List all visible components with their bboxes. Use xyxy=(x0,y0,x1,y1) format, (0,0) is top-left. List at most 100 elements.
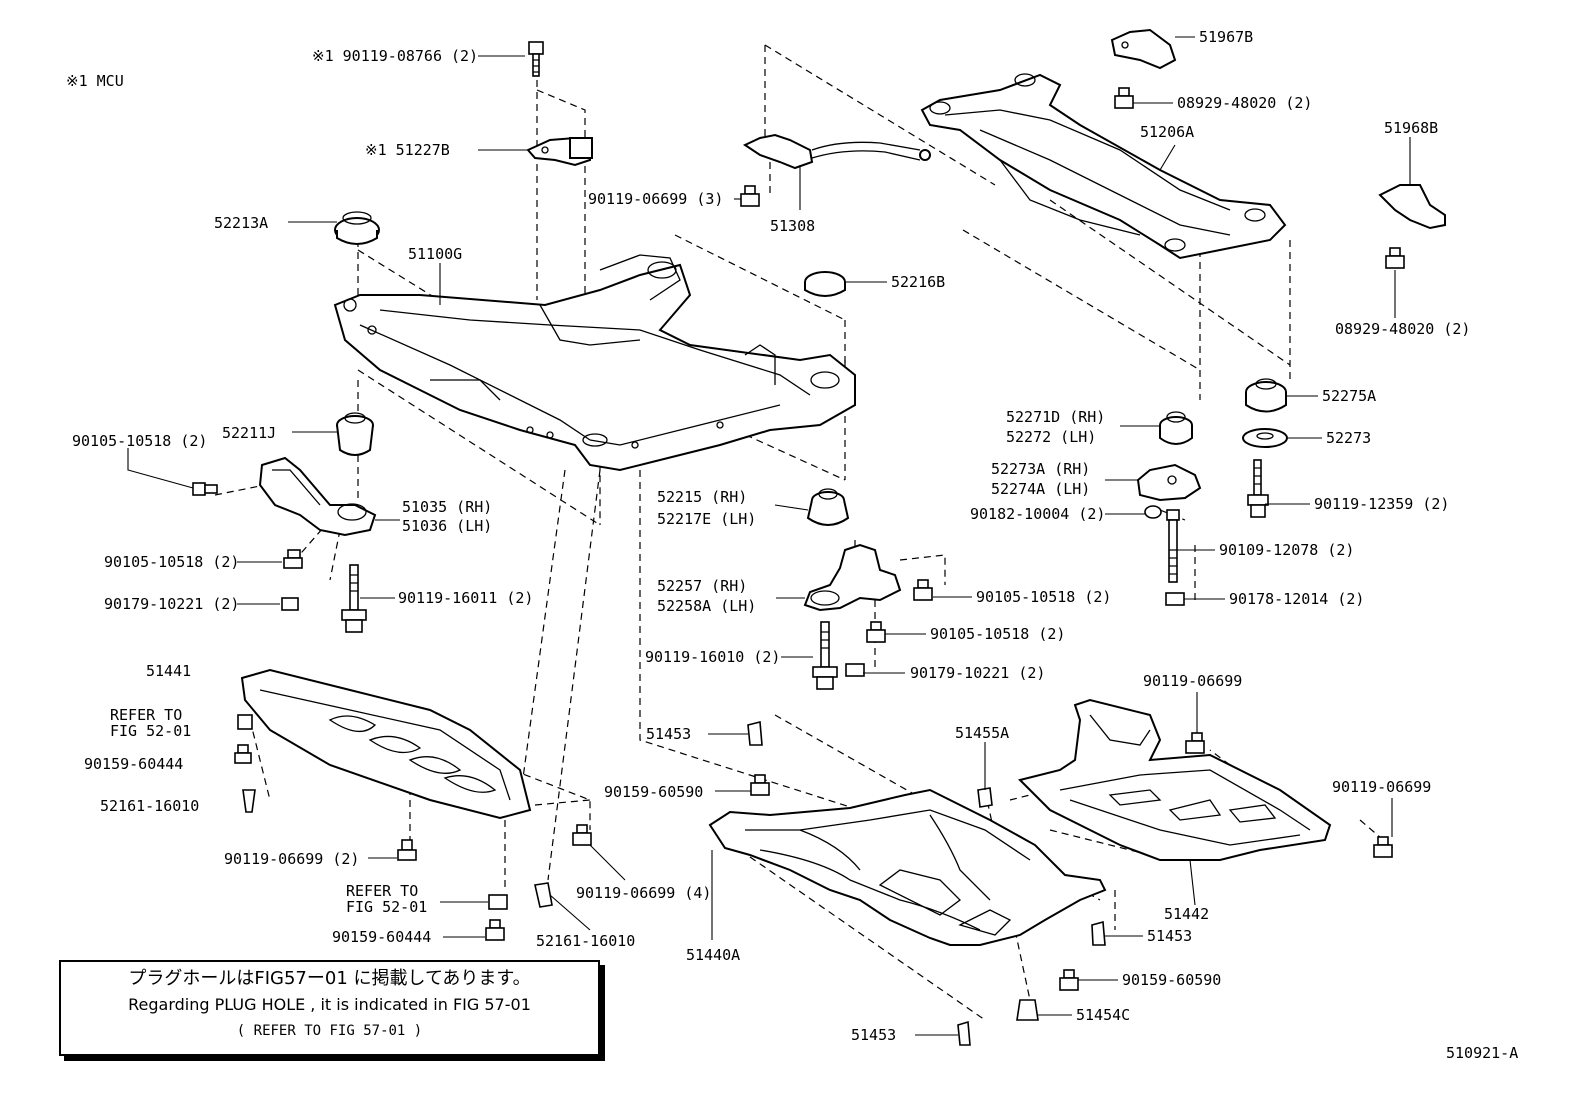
bolt-90119-16011-drawing xyxy=(341,564,367,633)
part-label: 52275A xyxy=(1322,387,1376,405)
part-label: 52272 (LH) xyxy=(1006,428,1096,446)
bracket-52273a-drawing xyxy=(1136,463,1202,502)
part-label: 90178-12014 (2) xyxy=(1229,590,1364,608)
part-label: 90119-12359 (2) xyxy=(1314,495,1449,513)
part-label: 90119-16010 (2) xyxy=(645,648,780,666)
part-label: 90159-60590 xyxy=(604,783,703,801)
part-label: 52273A (RH) xyxy=(991,460,1090,478)
model-note: ※1 MCU xyxy=(66,72,124,90)
stabilizer-51308-drawing xyxy=(742,133,931,170)
clip-51441-drawings xyxy=(234,714,592,941)
part-label: FIG 52-01 xyxy=(346,898,427,916)
part-label: 51440A xyxy=(686,946,740,964)
part-label: 51453 xyxy=(1147,927,1192,945)
leader-lines xyxy=(127,36,1411,1036)
part-label: 52273 xyxy=(1326,429,1371,447)
part-label: 51442 xyxy=(1164,905,1209,923)
bracket-51035-drawing xyxy=(258,456,377,537)
crossmember-51100g-drawing xyxy=(333,254,856,472)
part-label: 51453 xyxy=(646,725,691,743)
figure-id: 510921-A xyxy=(1446,1044,1518,1062)
part-label: 51453 xyxy=(851,1026,896,1044)
nut-90178-12014-drawing xyxy=(1165,592,1185,606)
part-label: 52258A (LH) xyxy=(657,597,756,615)
part-label: 90119-06699 xyxy=(1332,778,1431,796)
part-labels: ※1 MCU ※1 90119-08766 (2) ※1 51227B 5221… xyxy=(66,28,1518,1062)
part-label: 90159-60444 xyxy=(332,928,431,946)
part-label: 51206A xyxy=(1140,123,1194,141)
part-label: 52213A xyxy=(214,214,268,232)
part-label: 51100G xyxy=(408,245,462,263)
bolt-08929-48020-right-drawing xyxy=(1385,247,1405,269)
part-label: 90119-06699 (4) xyxy=(576,884,711,902)
part-label: 52271D (RH) xyxy=(1006,408,1105,426)
part-label: 52215 (RH) xyxy=(657,488,747,506)
crossmember-51206a-drawing xyxy=(920,73,1287,260)
bolts-52257-drawings xyxy=(812,579,933,690)
plug-hole-note-jp: プラグホールはFIG57ー01 に掲載してあります。 xyxy=(128,968,531,989)
bracket-51967b-drawing xyxy=(1110,28,1177,70)
part-label: 90159-60590 xyxy=(1122,971,1221,989)
part-label: 08929-48020 (2) xyxy=(1177,94,1312,112)
plug-hole-note-refer: ( REFER TO FIG 57-01 ) xyxy=(236,1023,423,1039)
nut-90182-10004-drawing xyxy=(1144,505,1162,519)
part-label: 90119-06699 (3) xyxy=(588,190,723,208)
part-label: 51035 (RH) xyxy=(402,498,492,516)
part-label: REFER TO xyxy=(110,706,182,724)
bushing-52213a-drawing xyxy=(334,211,380,245)
part-label: 51441 xyxy=(146,662,191,680)
bolt-08929-48020-top-drawing xyxy=(1114,87,1134,109)
part-label: 52161-16010 xyxy=(100,797,199,815)
bolt-90105-10518-lower-drawing xyxy=(283,549,303,569)
bushing-52216b-drawing xyxy=(804,271,846,297)
washer-52273-drawing xyxy=(1242,428,1288,448)
bolt-90105-10518-left-drawing xyxy=(192,482,218,496)
part-label: 90179-10221 (2) xyxy=(910,664,1045,682)
part-label: 90182-10004 (2) xyxy=(970,505,1105,523)
part-label: 51968B xyxy=(1384,119,1438,137)
part-label: 90159-60444 xyxy=(84,755,183,773)
part-label: 51455A xyxy=(955,724,1009,742)
part-label: 51308 xyxy=(770,217,815,235)
part-label: 90105-10518 (2) xyxy=(976,588,1111,606)
bolt-90119-12359-drawing xyxy=(1247,459,1269,518)
part-label: 52217E (LH) xyxy=(657,510,756,528)
bolt-90119-06699-3-drawing xyxy=(740,185,760,207)
bracket-51968b-drawing xyxy=(1378,184,1446,230)
nut-90179-10221-left-drawing xyxy=(281,597,299,611)
part-label: ※1 51227B xyxy=(365,141,450,159)
part-label: 90109-12078 (2) xyxy=(1219,541,1354,559)
clips-51440a-drawings xyxy=(747,720,1106,1046)
under-cover-51440a-drawing xyxy=(708,788,1107,946)
bracket-52257-drawing xyxy=(803,543,902,612)
part-label: ※1 90119-08766 (2) xyxy=(312,47,478,65)
part-label: 52257 (RH) xyxy=(657,577,747,595)
bushing-52275a-drawing xyxy=(1245,378,1287,413)
part-label: 90119-16011 (2) xyxy=(398,589,533,607)
under-cover-51441-drawing xyxy=(240,668,532,820)
part-label: 51454C xyxy=(1076,1006,1130,1024)
part-label: 90119-06699 (2) xyxy=(224,850,359,868)
part-label: FIG 52-01 xyxy=(110,722,191,740)
part-label: 51967B xyxy=(1199,28,1253,46)
bushing-52215-drawing xyxy=(806,488,850,526)
bolt-90119-08766-drawing xyxy=(528,41,544,77)
parts-drawings xyxy=(192,28,1446,1046)
bolt-90109-12078-drawing xyxy=(1166,509,1180,583)
bracket-51227b-drawing xyxy=(526,136,593,167)
bushing-52271d-drawing xyxy=(1159,411,1193,445)
part-label: 52211J xyxy=(222,424,276,442)
plug-hole-note-en: Regarding PLUG HOLE , it is indicated in… xyxy=(128,995,531,1014)
part-label: 52216B xyxy=(891,273,945,291)
part-label: 08929-48020 (2) xyxy=(1335,320,1470,338)
part-label: 90119-06699 xyxy=(1143,672,1242,690)
part-label: 51036 (LH) xyxy=(402,517,492,535)
plug-hole-note: プラグホールはFIG57ー01 に掲載してあります。 Regarding PLU… xyxy=(59,960,600,1056)
bushing-52211j-drawing xyxy=(336,412,374,456)
part-label: 52161-16010 xyxy=(536,932,635,950)
under-cover-51442-drawing xyxy=(1018,698,1332,861)
part-label: 90179-10221 (2) xyxy=(104,595,239,613)
part-label: REFER TO xyxy=(346,882,418,900)
part-label: 90105-10518 (2) xyxy=(930,625,1065,643)
